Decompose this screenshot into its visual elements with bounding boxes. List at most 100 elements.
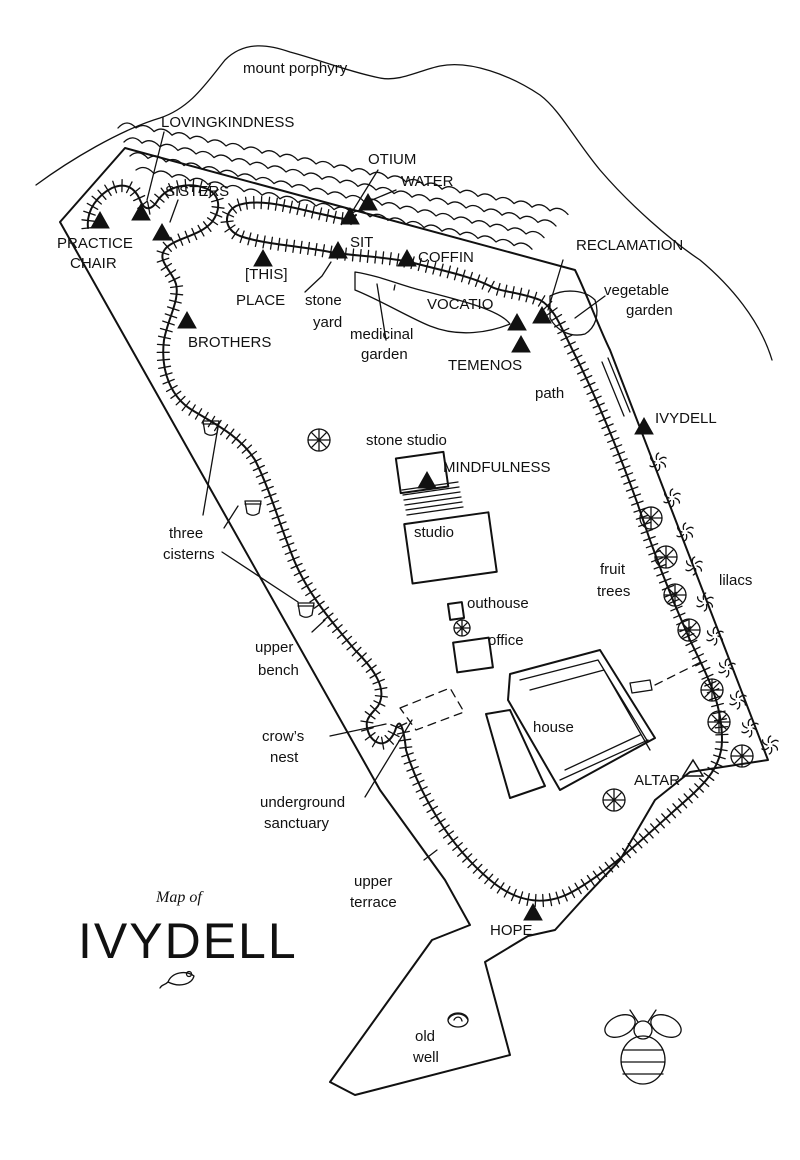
label-old: old xyxy=(415,1028,435,1045)
bee-icon xyxy=(604,1009,682,1085)
label-practice-1: PRACTICE xyxy=(57,235,133,252)
label-stone-2: yard xyxy=(313,314,342,331)
mountain-outline xyxy=(35,45,773,361)
station-marker-icon xyxy=(634,416,654,435)
label-ivydell-station: IVYDELL xyxy=(655,410,717,427)
rock-scallops xyxy=(117,122,569,250)
station-marker-icon xyxy=(417,470,437,489)
label-temenos: TEMENOS xyxy=(448,357,522,374)
dashed-link-house xyxy=(654,659,706,686)
label-fruit: fruit xyxy=(600,561,626,578)
label-mindfulness: MINDFULNESS xyxy=(443,459,551,476)
station-marker-icon xyxy=(131,202,151,221)
tree-icon xyxy=(602,788,626,812)
station-marker-icon xyxy=(253,248,273,267)
railway-path xyxy=(81,178,729,908)
label-medicinal-1: medicinal xyxy=(350,326,413,343)
label-altar: ALTAR xyxy=(634,772,680,789)
station-marker-icon xyxy=(358,192,378,211)
label-lilacs: lilacs xyxy=(719,572,752,589)
lilac-icon xyxy=(741,718,759,738)
label-this-1: [THIS] xyxy=(245,266,288,283)
well-icon xyxy=(447,1012,469,1028)
lilac-icon xyxy=(696,592,714,612)
path-walkway xyxy=(601,357,631,417)
tree-icon xyxy=(730,744,754,768)
trees xyxy=(307,428,754,812)
tree-icon xyxy=(707,710,731,734)
label-crows-2: nest xyxy=(270,749,299,766)
label-stone-studio: stone studio xyxy=(366,432,447,449)
vegetable-garden-outline xyxy=(549,290,598,336)
map-title: IVYDELL xyxy=(78,913,298,969)
station-marker-icon xyxy=(511,334,531,353)
label-cisterns: cisterns xyxy=(163,546,215,563)
mouse-icon xyxy=(159,970,195,989)
label-underground-2: sanctuary xyxy=(264,815,330,832)
tree-icon xyxy=(700,678,724,702)
label-sisters: SISTERS xyxy=(165,183,229,200)
label-outhouse: outhouse xyxy=(467,595,529,612)
label-this-2: PLACE xyxy=(236,292,285,309)
station-marker-icon xyxy=(328,240,348,259)
tree-icon xyxy=(307,428,331,452)
map-title-small: Map of xyxy=(155,889,204,906)
lilac-icon xyxy=(718,658,736,678)
label-vocatio: VOCATIO xyxy=(427,296,493,313)
station-marker-icon xyxy=(397,248,417,267)
label-well: well xyxy=(412,1049,439,1066)
lilac-icon xyxy=(729,690,747,710)
label-vegetable-1: vegetable xyxy=(604,282,669,299)
ridge-rocks xyxy=(117,122,569,250)
label-hope: HOPE xyxy=(490,922,533,939)
cisterns xyxy=(202,420,315,618)
lilac-icon xyxy=(676,522,694,542)
rail-line xyxy=(86,184,723,902)
station-marker-icon xyxy=(532,305,552,324)
tree-icon xyxy=(677,618,701,642)
cistern-icon xyxy=(244,500,262,516)
label-office: office xyxy=(488,632,524,649)
label-stone-1: stone xyxy=(305,292,342,309)
station-marker-icon xyxy=(177,310,197,329)
tree-icon xyxy=(663,583,687,607)
label-reclamation: RECLAMATION xyxy=(576,237,683,254)
label-upper-bench-1: upper xyxy=(255,639,293,656)
label-medicinal-2: garden xyxy=(361,346,408,363)
label-upper-terrace-2: terrace xyxy=(350,894,397,911)
lilac-icon xyxy=(685,556,703,576)
station-marker-icon xyxy=(523,902,543,921)
label-otium: OTIUM xyxy=(368,151,416,168)
outhouse-building xyxy=(446,601,466,621)
label-trees: trees xyxy=(597,583,630,600)
station-marker-icon xyxy=(507,312,527,331)
label-three: three xyxy=(169,525,203,542)
tree-icon xyxy=(654,545,678,569)
label-studio: studio xyxy=(414,524,454,541)
label-house: house xyxy=(533,719,574,736)
label-mount-porphyry: mount porphyry xyxy=(243,60,348,77)
label-upper-bench-2: bench xyxy=(258,662,299,679)
lilac-icon xyxy=(706,626,724,646)
label-practice-2: CHAIR xyxy=(70,255,117,272)
label-underground-1: underground xyxy=(260,794,345,811)
lilac-icon xyxy=(649,452,667,472)
cistern-icon xyxy=(297,602,315,618)
lilacs xyxy=(649,452,779,755)
label-brothers: BROTHERS xyxy=(188,334,271,351)
property-boundary xyxy=(59,147,769,1096)
office-building xyxy=(452,636,494,674)
label-water: WATER xyxy=(401,173,454,190)
leader-lines xyxy=(146,131,606,861)
lilac-icon xyxy=(761,735,779,755)
medicinal-garden-outline xyxy=(354,271,511,334)
label-crows-1: crow’s xyxy=(262,728,304,745)
station-marker-icon xyxy=(90,210,110,229)
house-building xyxy=(485,649,656,799)
label-path: path xyxy=(535,385,564,402)
label-lovingkindness: LOVINGKINDNESS xyxy=(161,114,294,131)
altar-marker-icon xyxy=(681,758,705,777)
tree-icon xyxy=(639,506,663,530)
label-sit: SIT xyxy=(350,234,373,251)
